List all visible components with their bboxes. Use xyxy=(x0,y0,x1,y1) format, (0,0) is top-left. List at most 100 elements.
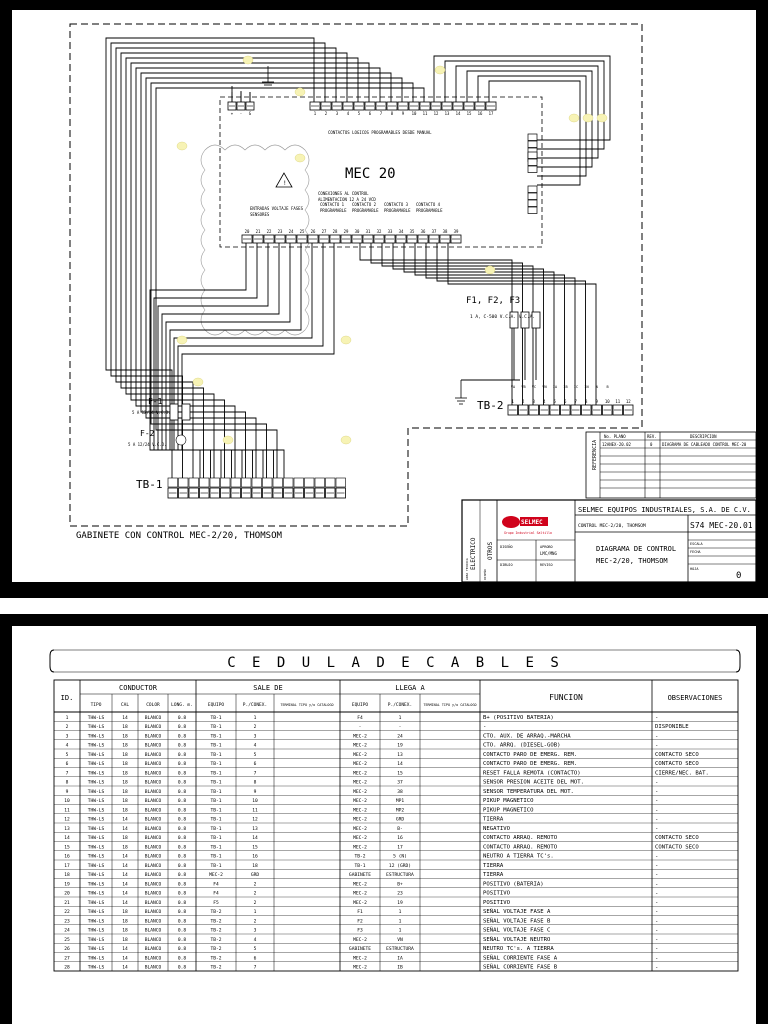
mec-bottom-number: 28 xyxy=(333,229,338,234)
row-cell: 14 xyxy=(122,881,128,887)
contact-label-4: CONTACTO 4 xyxy=(416,202,441,207)
ground-symbol-top xyxy=(262,66,274,89)
row-cell: THW-LS xyxy=(88,955,105,961)
row-cell: 18 xyxy=(122,733,128,739)
logo-sub: Grupo Industrial Saltillo xyxy=(504,531,552,535)
callout-marker xyxy=(192,377,204,387)
row-cell: THW-LS xyxy=(88,854,105,860)
mec-right-terminal xyxy=(527,199,538,207)
row-observation: - xyxy=(655,798,658,804)
wire-tb2-feed xyxy=(425,243,576,405)
row-cell: MP1 xyxy=(396,798,405,804)
mec-top-number: 5 xyxy=(358,111,361,116)
row-function: POSITIVO xyxy=(483,900,511,906)
row-id: 2 xyxy=(66,724,69,730)
side-strip-design: DISEÑO xyxy=(482,569,487,580)
row-cell: THW-LS xyxy=(88,844,105,850)
row-cell: 14 xyxy=(122,891,128,897)
small-label-drawn: DIBUJO xyxy=(500,563,513,567)
sub-header: P./CONEX. xyxy=(388,702,412,708)
ground-symbol-tb2 xyxy=(455,380,467,405)
row-cell: 1 xyxy=(254,715,257,721)
row-cell: F4 xyxy=(357,715,363,721)
tb2-top-label: VC xyxy=(532,385,536,389)
wiring-diagram-sheet: GABINETE CON CONTROL MEC-2/20, THOMSOM M… xyxy=(0,0,768,598)
row-observation: - xyxy=(655,955,658,961)
row-cell: BLANCO xyxy=(145,715,162,721)
row-cell: TB-1 xyxy=(210,743,221,749)
row-cell: BLANCO xyxy=(145,928,162,934)
row-cell: BLANCO xyxy=(145,752,162,758)
row-cell: 18 xyxy=(122,835,128,841)
row-cell: MEC-2 xyxy=(353,881,367,887)
power-block-label-1: CONEXIONES AL CONTROL xyxy=(318,191,369,196)
callout-marker xyxy=(596,113,608,123)
row-observation: - xyxy=(655,854,658,860)
row-cell: BLANCO xyxy=(145,817,162,823)
tb1-upper-terminal xyxy=(293,477,304,488)
tb2-top-label: IA xyxy=(553,385,558,389)
row-cell: F4 xyxy=(213,891,219,897)
title-bracket-right xyxy=(735,649,741,673)
wire-tb2-feed xyxy=(359,243,513,405)
group-header-to: LLEGA A xyxy=(395,684,425,692)
row-cell: THW-LS xyxy=(88,770,105,776)
row-function: PIKUP MAGNETICO xyxy=(483,807,534,813)
tb2-number: 9 xyxy=(596,399,599,404)
wire-bottom-feed xyxy=(165,243,291,478)
row-cell: 18 xyxy=(122,844,128,850)
row-id: 6 xyxy=(66,761,69,767)
row-cell: 15 xyxy=(252,844,258,850)
wire-tb1-feed xyxy=(115,47,337,478)
mec-bottom-number: 25 xyxy=(300,229,305,234)
row-cell: MEC-2 xyxy=(353,891,367,897)
row-cell: BLANCO xyxy=(145,780,162,786)
callout-marker xyxy=(340,335,352,345)
row-cell: 19 xyxy=(397,743,403,749)
row-cell: IB xyxy=(397,965,403,971)
row-cell: 37 xyxy=(397,780,403,786)
row-cell: THW-LS xyxy=(88,761,105,767)
group-header-from: SALE DE xyxy=(253,684,283,692)
row-cell: 14 xyxy=(122,854,128,860)
wire-bottom-feed xyxy=(153,243,258,478)
mec-right-terminal xyxy=(527,192,538,200)
row-cell: 38 xyxy=(397,789,403,795)
mec-right-terminal-strip xyxy=(527,133,538,214)
row-cell: 0.8 xyxy=(178,872,187,878)
row-id: 7 xyxy=(66,770,69,776)
row-cell: THW-LS xyxy=(88,928,105,934)
row-id: 28 xyxy=(64,965,70,971)
row-id: 26 xyxy=(64,946,70,952)
mec-bottom-number: 30 xyxy=(355,229,360,234)
row-cell: MEC-2 xyxy=(353,965,367,971)
row-cell: TB-1 xyxy=(210,807,221,813)
row-function: RESET FALLA REMOTA (CONTACTO) xyxy=(483,770,581,776)
row-observation: CIERRE/NEC. BAT. xyxy=(655,770,709,776)
small-label-sheet: HOJA xyxy=(690,567,699,571)
row-cell: 14 xyxy=(122,826,128,832)
table-outline xyxy=(53,679,739,972)
row-cell: GRD xyxy=(251,872,260,878)
row-cell: TB-2 xyxy=(210,965,221,971)
tb1-upper-terminal xyxy=(167,477,178,488)
row-cell: 0.8 xyxy=(178,891,187,897)
row-cell: BLANCO xyxy=(145,872,162,878)
row-cell: F5 xyxy=(213,900,219,906)
row-cell: 17 xyxy=(397,844,403,850)
tb2-number: 2 xyxy=(522,399,525,404)
row-id: 24 xyxy=(64,928,70,934)
row-cell: TB-2 xyxy=(210,946,221,952)
row-cell: MEC-2 xyxy=(353,733,367,739)
row-function: CONTACTO PARO DE EMERG. REM. xyxy=(483,761,577,767)
row-cell: TB-1 xyxy=(210,715,221,721)
relay-coil-icon xyxy=(175,434,187,446)
revision-table xyxy=(585,431,757,499)
row-cell: F3 xyxy=(357,928,363,934)
row-id: 20 xyxy=(64,891,70,897)
sub-header: TIPO xyxy=(91,702,102,708)
fuse-f1 xyxy=(509,311,519,329)
row-cell: 0.8 xyxy=(178,900,187,906)
contact-label-1: CONTACTO 1 xyxy=(320,202,345,207)
row-observation: - xyxy=(655,733,658,739)
